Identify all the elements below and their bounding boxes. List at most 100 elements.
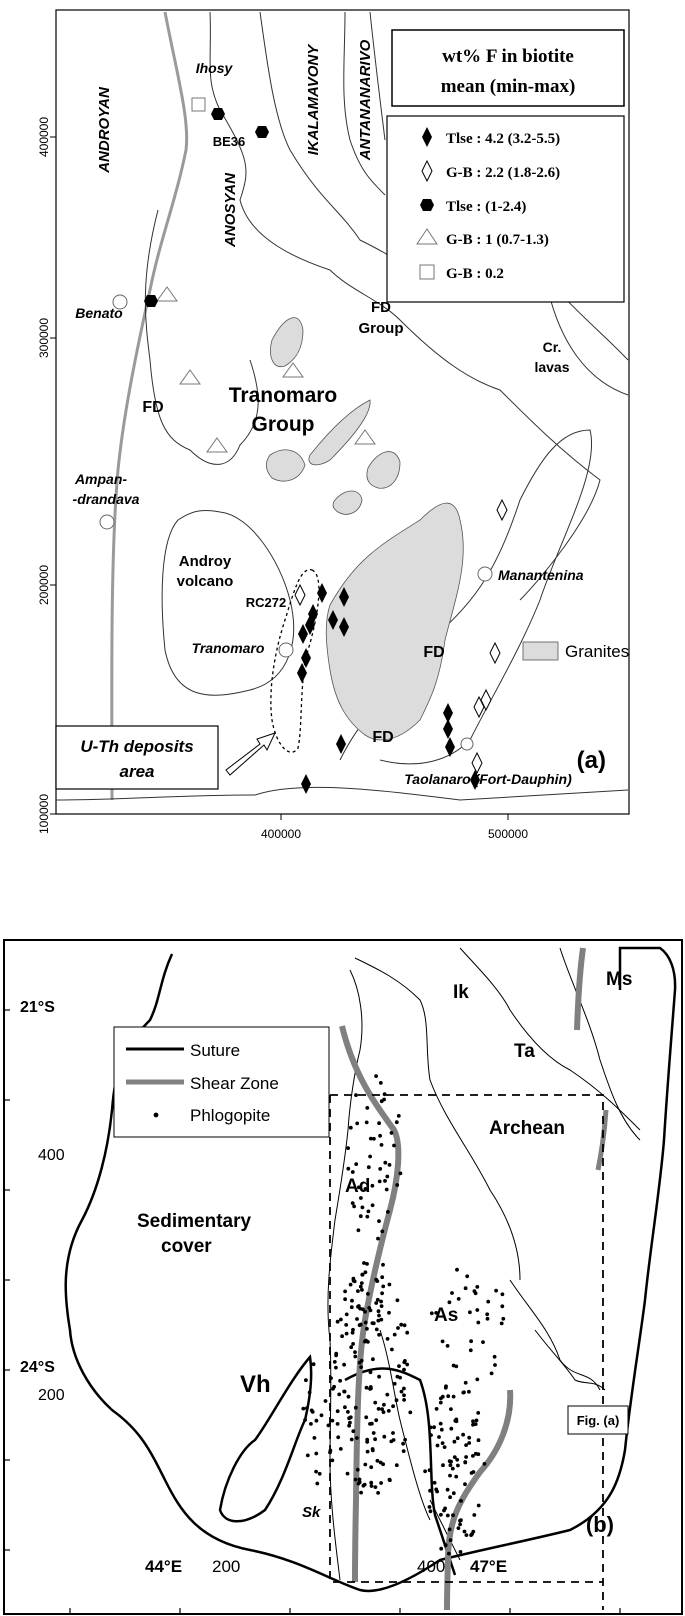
phlogopite-dot <box>345 1471 350 1476</box>
phlogopite-dot <box>396 1114 401 1118</box>
phlogopite-dot <box>451 1513 455 1518</box>
phlogopite-dot <box>363 1320 368 1325</box>
granite-main <box>325 502 464 741</box>
phlogopite-dot <box>377 1121 381 1126</box>
phlogopite-dot <box>402 1323 407 1328</box>
phlogopite-dot <box>499 1321 504 1326</box>
granites-legend-label: Granites <box>565 642 629 661</box>
phlogopite-dot <box>387 1282 392 1287</box>
phlogopite-dot <box>301 1406 306 1411</box>
phlogopite-dot <box>462 1529 467 1534</box>
phlogopite-dot <box>357 1477 362 1482</box>
phlogopite-dot <box>380 1229 385 1234</box>
phlogopite-dot <box>356 1185 361 1190</box>
phlogopite-dot <box>337 1392 342 1397</box>
phlogopite-dot <box>468 1310 472 1315</box>
phlogopite-legend-icon <box>153 1112 159 1118</box>
y-tick-label: 400000 <box>37 117 51 157</box>
legend-title: mean (min-max) <box>441 76 576 97</box>
map-a-y-ticks <box>50 136 509 820</box>
phlogopite-dot <box>356 1289 360 1293</box>
phlogopite-dot <box>494 1288 498 1293</box>
filled-diamond-icon <box>422 127 432 147</box>
phlogopite-dot <box>452 1439 457 1444</box>
phlogopite-dot <box>350 1170 355 1174</box>
unit-label: Sk <box>302 1504 321 1521</box>
granite-small <box>270 317 304 368</box>
unit-label: lavas <box>534 359 569 375</box>
sample-filled-hexagon <box>211 108 225 120</box>
phlogopite-dot <box>462 1390 466 1395</box>
phlogopite-dot <box>456 1463 460 1468</box>
phlogopite-dot <box>366 1209 371 1214</box>
phlogopite-dot <box>351 1342 355 1346</box>
phlogopite-dot <box>364 1415 369 1420</box>
phlogopite-dot <box>334 1351 339 1356</box>
phlogopite-dot <box>394 1463 399 1468</box>
unit-label: ANDROYAN <box>96 86 113 174</box>
unit-label: ANOSYAN <box>222 172 239 248</box>
phlogopite-dot <box>360 1288 364 1292</box>
phlogopite-dot <box>467 1441 472 1445</box>
phlogopite-dot <box>355 1436 359 1440</box>
place-label: RC272 <box>246 595 286 610</box>
town-marker <box>477 566 493 582</box>
sample-filled-diamond <box>443 719 453 739</box>
y-tick-label: 300000 <box>37 318 51 358</box>
phlogopite-dot <box>376 1236 380 1241</box>
phlogopite-dot <box>371 1431 376 1435</box>
phlogopite-dot <box>463 1286 468 1291</box>
phlogopite-dot <box>310 1410 315 1414</box>
sample-filled-diamond <box>470 770 480 790</box>
phlogopite-dot <box>379 1481 383 1485</box>
sample-filled-diamond <box>328 610 338 630</box>
phlogopite-dot <box>461 1432 465 1437</box>
phlogopite-dot <box>365 1437 370 1442</box>
phlogopite-dot <box>346 1394 351 1399</box>
phlogopite-dot <box>382 1097 386 1102</box>
unit-label: Ik <box>453 982 469 1003</box>
phlogopite-dot <box>395 1374 400 1379</box>
phlogopite-dot <box>370 1203 375 1208</box>
suture-line <box>344 1367 457 1576</box>
phlogopite-dot <box>353 1354 358 1359</box>
phlogopite-dot <box>373 1400 378 1405</box>
phlogopite-dot <box>476 1452 481 1457</box>
madagascar-outline <box>64 946 677 1593</box>
phlogopite-dot <box>476 1438 481 1443</box>
map-b: Suture Shear Zone Phlogopite 21°S 24°S 4… <box>3 939 683 1615</box>
phlogopite-dot <box>380 1275 385 1280</box>
panel-label-b: (b) <box>586 1512 614 1537</box>
unit-label: volcano <box>177 573 234 590</box>
phlogopite-dot <box>383 1160 388 1165</box>
phlogopite-dot <box>448 1495 452 1500</box>
phlogopite-dot <box>383 1179 387 1183</box>
sample-filled-diamond <box>336 734 346 754</box>
phlogopite-dot <box>314 1451 319 1456</box>
phlogopite-dot <box>340 1334 344 1339</box>
place-label: Ihosy <box>196 60 234 76</box>
sample-filled-diamond <box>443 703 453 723</box>
phlogopite-dot <box>344 1312 349 1317</box>
legend-item-label: Tlse : 4.2 (3.2-5.5) <box>446 131 560 147</box>
fig-a-label: Fig. (a) <box>577 1413 620 1428</box>
sample-open-triangle <box>282 362 304 378</box>
phlogopite-dot <box>343 1289 347 1294</box>
phlogopite-dot <box>359 1365 363 1369</box>
x-label: 47°E <box>470 1557 507 1576</box>
phlogopite-dot <box>356 1304 360 1309</box>
granite-small <box>332 490 363 515</box>
phlogopite-dot <box>381 1262 385 1267</box>
phlogopite-dot <box>335 1422 340 1426</box>
legend-title-box <box>391 29 625 107</box>
phlogopite-dot <box>329 1376 333 1380</box>
phlogopite-dot <box>463 1460 468 1464</box>
unit-label: FD <box>142 399 163 416</box>
phlogopite-dot <box>377 1374 381 1379</box>
phlogopite-dot <box>379 1299 383 1304</box>
phlogopite-dot <box>450 1291 454 1295</box>
phlogopite-dot <box>374 1301 379 1305</box>
phlogopite-dot <box>380 1291 384 1296</box>
phlogopite-dot <box>382 1092 387 1097</box>
phlogopite-dot <box>405 1330 410 1335</box>
